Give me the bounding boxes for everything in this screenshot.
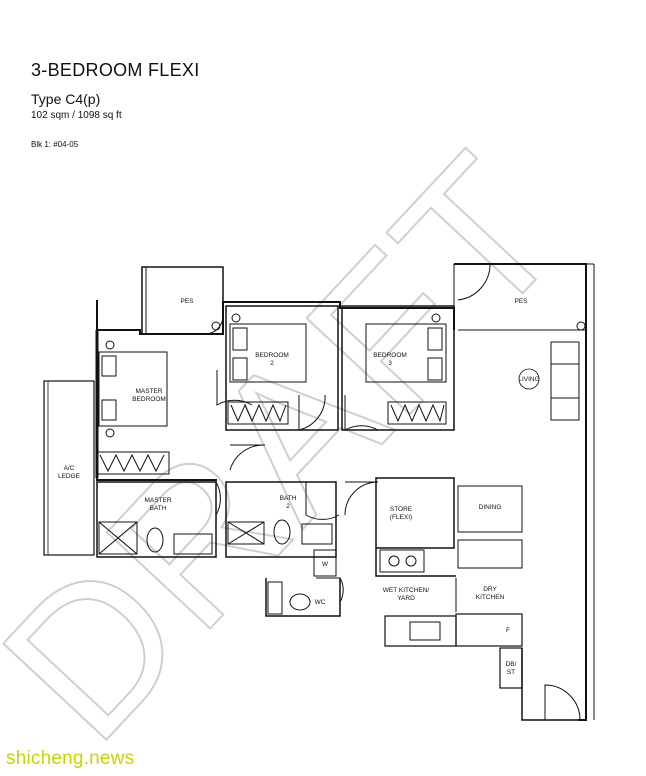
plan-title: 3-BEDROOM FLEXI (31, 60, 200, 80)
label-w: W (322, 561, 329, 568)
label-bedroom-3: BEDROOM (373, 352, 407, 359)
label-pes-left: PES (180, 298, 194, 305)
label-store-flexi: (FLEXI) (390, 514, 412, 521)
plan-type: Type C4(p) (31, 91, 101, 107)
label-dry-kitchen: DRY (483, 586, 497, 593)
label-bath-2-num: 2 (286, 503, 290, 510)
unit-number: Blk 1: #04-05 (31, 140, 79, 149)
label-master-bath: MASTER (144, 497, 171, 504)
label-master-bedroom-2: BEDROOM (132, 396, 166, 403)
label-ac-ledge: A/C (64, 465, 75, 472)
label-wc: WC (315, 599, 326, 606)
site-watermark: shicheng.news (6, 748, 135, 769)
label-bedroom-2-num: 2 (270, 360, 274, 367)
label-dining: DINING (479, 504, 502, 511)
doors (183, 263, 581, 721)
label-yard: YARD (397, 595, 415, 602)
living-marker (518, 368, 540, 390)
plan-area: 102 sqm / 1098 sq ft (31, 110, 122, 121)
label-living: LIVING (518, 376, 539, 383)
wardrobes (96, 401, 447, 475)
label-db-st-2: ST (507, 669, 515, 676)
label-bedroom-2: BEDROOM (255, 352, 289, 359)
label-master-bath-2: BATH (150, 505, 167, 512)
label-master-bedroom: MASTER (135, 388, 162, 395)
label-wet-kitchen: WET KITCHEN/ (383, 587, 430, 594)
label-pes-right: PES (514, 298, 528, 305)
walls (43, 263, 595, 721)
label-store: STORE (390, 506, 413, 513)
fixtures (98, 313, 586, 641)
label-db-st: DB/ (506, 661, 517, 668)
draft-watermark: DRAFT (0, 111, 607, 776)
label-bath-2: BATH (280, 495, 297, 502)
label-fridge: F (506, 627, 510, 634)
beds (98, 323, 447, 427)
label-bedroom-3-num: 3 (388, 360, 392, 367)
label-ac-ledge-2: LEDGE (58, 473, 81, 480)
label-dry-kitchen-2: KITCHEN (476, 594, 505, 601)
